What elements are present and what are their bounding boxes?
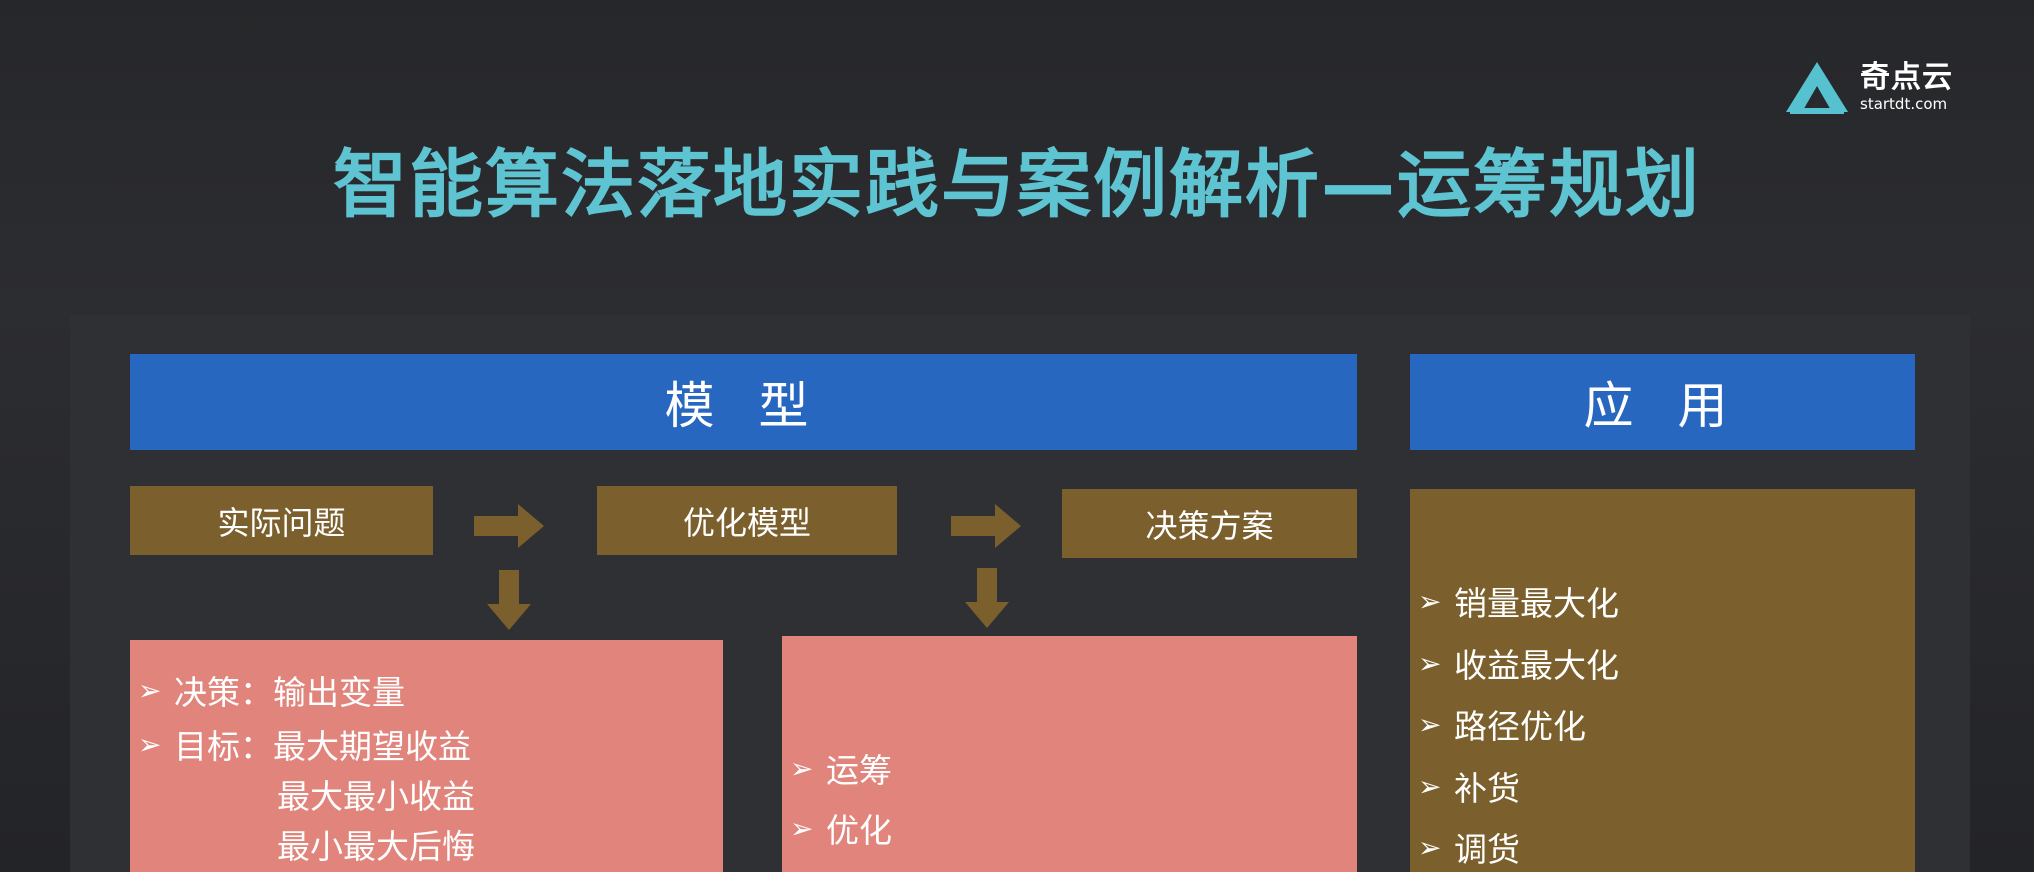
list-item-text: 补货 [1454, 769, 1520, 808]
list-item: ➢ 补货 [1418, 762, 1520, 810]
list-item: 最大最小收益 [277, 770, 475, 818]
list-item-text: 调货 [1454, 830, 1520, 869]
list-item: ➢ 优化 [790, 804, 892, 852]
startdt-logo-icon [1786, 62, 1848, 114]
step-actual-problem: 实际问题 [130, 486, 433, 555]
bullet-arrow-icon: ➢ [1418, 769, 1442, 803]
list-item-text: 收益最大化 [1454, 646, 1619, 685]
list-item-text: 运筹 [826, 751, 892, 790]
logo-domain: startdt.com [1860, 94, 1948, 113]
list-item-text: 最小最大后悔 [277, 827, 475, 866]
list-item-text: 最大最小收益 [277, 777, 475, 816]
arrow-down-icon [487, 570, 531, 630]
arrow-down-icon [965, 568, 1009, 628]
step-decision-plan: 决策方案 [1062, 489, 1357, 558]
logo-text: 奇点云 startdt.com [1860, 59, 1953, 113]
arrow-right-icon [951, 504, 1021, 548]
bullet-arrow-icon: ➢ [790, 811, 814, 845]
bullet-arrow-icon: ➢ [1418, 830, 1442, 864]
list-item-text: 销量最大化 [1454, 584, 1619, 623]
list-item: ➢ 目标：最大期望收益 [138, 720, 471, 768]
model-header: 模 型 [130, 354, 1357, 450]
list-item-text: 决策：输出变量 [174, 673, 405, 712]
application-list-box: ➢ 销量最大化 ➢ 收益最大化 ➢ 路径优化 ➢ 补货 ➢ 调货 [1410, 489, 1915, 872]
brand-logo: 奇点云 startdt.com [1782, 58, 1953, 116]
methods-box: ➢ 运筹 ➢ 优化 [782, 636, 1357, 872]
list-item: ➢ 运筹 [790, 744, 892, 792]
list-item: 最小最大后悔 [277, 820, 475, 868]
application-header: 应 用 [1410, 354, 1915, 450]
list-item: ➢ 销量最大化 [1418, 577, 1619, 625]
list-item: ➢ 收益最大化 [1418, 639, 1619, 687]
list-item: ➢ 决策：输出变量 [138, 666, 405, 714]
bullet-arrow-icon: ➢ [138, 727, 162, 761]
list-item: ➢ 调货 [1418, 823, 1520, 871]
list-item-text: 优化 [826, 811, 892, 850]
bullet-arrow-icon: ➢ [1418, 646, 1442, 680]
bullet-arrow-icon: ➢ [1418, 707, 1442, 741]
arrow-right-icon [474, 504, 544, 548]
bullet-arrow-icon: ➢ [790, 751, 814, 785]
logo-brand-name: 奇点云 [1860, 59, 1953, 95]
list-item-text: 目标：最大期望收益 [174, 727, 471, 766]
bullet-arrow-icon: ➢ [138, 673, 162, 707]
slide-title: 智能算法落地实践与案例解析—运筹规划 [333, 142, 1701, 228]
decision-objective-box: ➢ 决策：输出变量 ➢ 目标：最大期望收益 最大最小收益 最小最大后悔 [130, 640, 723, 872]
bullet-arrow-icon: ➢ [1418, 584, 1442, 618]
list-item: ➢ 路径优化 [1418, 700, 1586, 748]
list-item-text: 路径优化 [1454, 707, 1586, 746]
step-optimization-model: 优化模型 [597, 486, 897, 555]
